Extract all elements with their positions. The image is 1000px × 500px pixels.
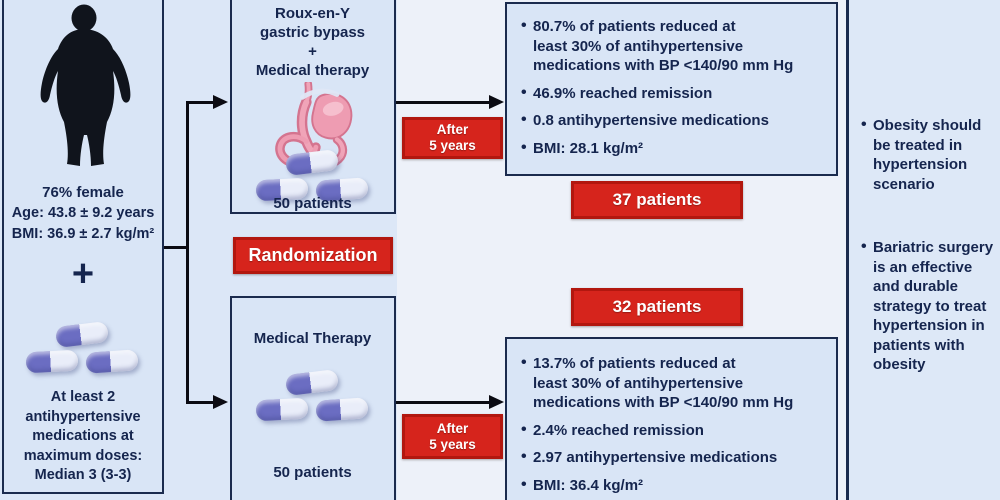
branch-vertical-line xyxy=(186,101,189,404)
bullet-marker xyxy=(521,17,533,76)
outcome-bullet: 2.97 antihypertensive medications xyxy=(533,449,778,466)
arrow-surgery-to-outcomes xyxy=(396,101,491,104)
outcome-bullet: 80.7% of patients reduced at least 30% o… xyxy=(533,18,794,74)
outcome-bullet: 13.7% of patients reduced at least 30% o… xyxy=(533,355,794,411)
arrowhead-icon xyxy=(213,95,228,109)
surgery-followup-count-badge: 37 patients xyxy=(571,181,743,219)
medical-arm-box: Medical Therapy 50 patients xyxy=(230,296,396,500)
outcome-bullet: 0.8 antihypertensive medications xyxy=(533,112,769,129)
surgery-arm-title: Roux-en-Y gastric bypass + Medical thera… xyxy=(255,5,370,79)
medication-pills-icon xyxy=(25,320,140,374)
surgery-arm-count: 50 patients xyxy=(273,195,352,212)
arrowhead-icon xyxy=(489,95,504,109)
medical-arm-count: 50 patients xyxy=(273,464,352,481)
outcome-bullet: 46.9% reached remission xyxy=(533,84,713,102)
after-5-years-badge-bottom: After 5 years xyxy=(402,414,503,459)
outcome-bullet: BMI: 36.4 kg/m² xyxy=(533,476,644,494)
bullet-marker xyxy=(521,421,533,441)
medical-arm-title: Medical Therapy xyxy=(253,330,372,347)
pill-capsule-icon xyxy=(315,397,369,422)
medication-note: At least 2 antihypertensive medications … xyxy=(23,389,143,483)
bullet-marker xyxy=(861,116,873,194)
branch-stem-line xyxy=(164,246,189,249)
pill-capsule-icon xyxy=(54,320,110,349)
surgery-arm-box: Roux-en-Y gastric bypass + Medical thera… xyxy=(230,0,396,214)
bullet-marker xyxy=(861,238,873,375)
pill-capsule-icon xyxy=(284,148,340,177)
obese-person-silhouette-icon xyxy=(40,4,131,166)
medication-pills-icon xyxy=(255,368,370,422)
medical-outcomes-box: 13.7% of patients reduced at least 30% o… xyxy=(505,337,838,500)
pill-capsule-icon xyxy=(25,349,79,374)
outcome-bullet: 2.4% reached remission xyxy=(533,421,704,439)
arrow-to-medical-arm xyxy=(186,401,215,404)
bullet-marker xyxy=(521,139,533,159)
pill-capsule-icon xyxy=(85,349,139,374)
arrowhead-icon xyxy=(489,395,504,409)
arrow-to-surgery-arm xyxy=(186,101,215,104)
arrowhead-icon xyxy=(213,395,228,409)
pill-capsule-icon xyxy=(255,397,309,422)
conclusions-panel: Obesity should be treated in hypertensio… xyxy=(846,0,1000,500)
pill-capsule-icon xyxy=(284,368,340,397)
conclusion-bullet: Obesity should be treated in hypertensio… xyxy=(873,117,982,193)
after-5-years-badge-top: After 5 years xyxy=(402,117,503,159)
bullet-marker xyxy=(521,111,533,131)
bullet-marker xyxy=(521,354,533,413)
conclusion-bullet: Bariatric surgery is an effective and du… xyxy=(873,239,994,373)
randomization-badge: Randomization xyxy=(233,237,393,274)
demographic-age: Age: 43.8 ± 9.2 years xyxy=(11,205,155,221)
bullet-marker xyxy=(521,476,533,496)
bullet-marker xyxy=(521,448,533,468)
surgery-outcomes-box: 80.7% of patients reduced at least 30% o… xyxy=(505,2,838,176)
demographic-bmi: BMI: 36.9 ± 2.7 kg/m² xyxy=(11,226,155,242)
outcome-bullet: BMI: 28.1 kg/m² xyxy=(533,139,644,157)
bullet-marker xyxy=(521,84,533,104)
medical-followup-count-badge: 32 patients xyxy=(571,288,743,326)
plus-sign: + xyxy=(71,253,95,295)
demographic-sex: 76% female xyxy=(42,184,124,201)
arrow-medical-to-outcomes xyxy=(396,401,491,404)
patient-population-panel: 76% female Age: 43.8 ± 9.2 years BMI: 36… xyxy=(2,0,164,494)
